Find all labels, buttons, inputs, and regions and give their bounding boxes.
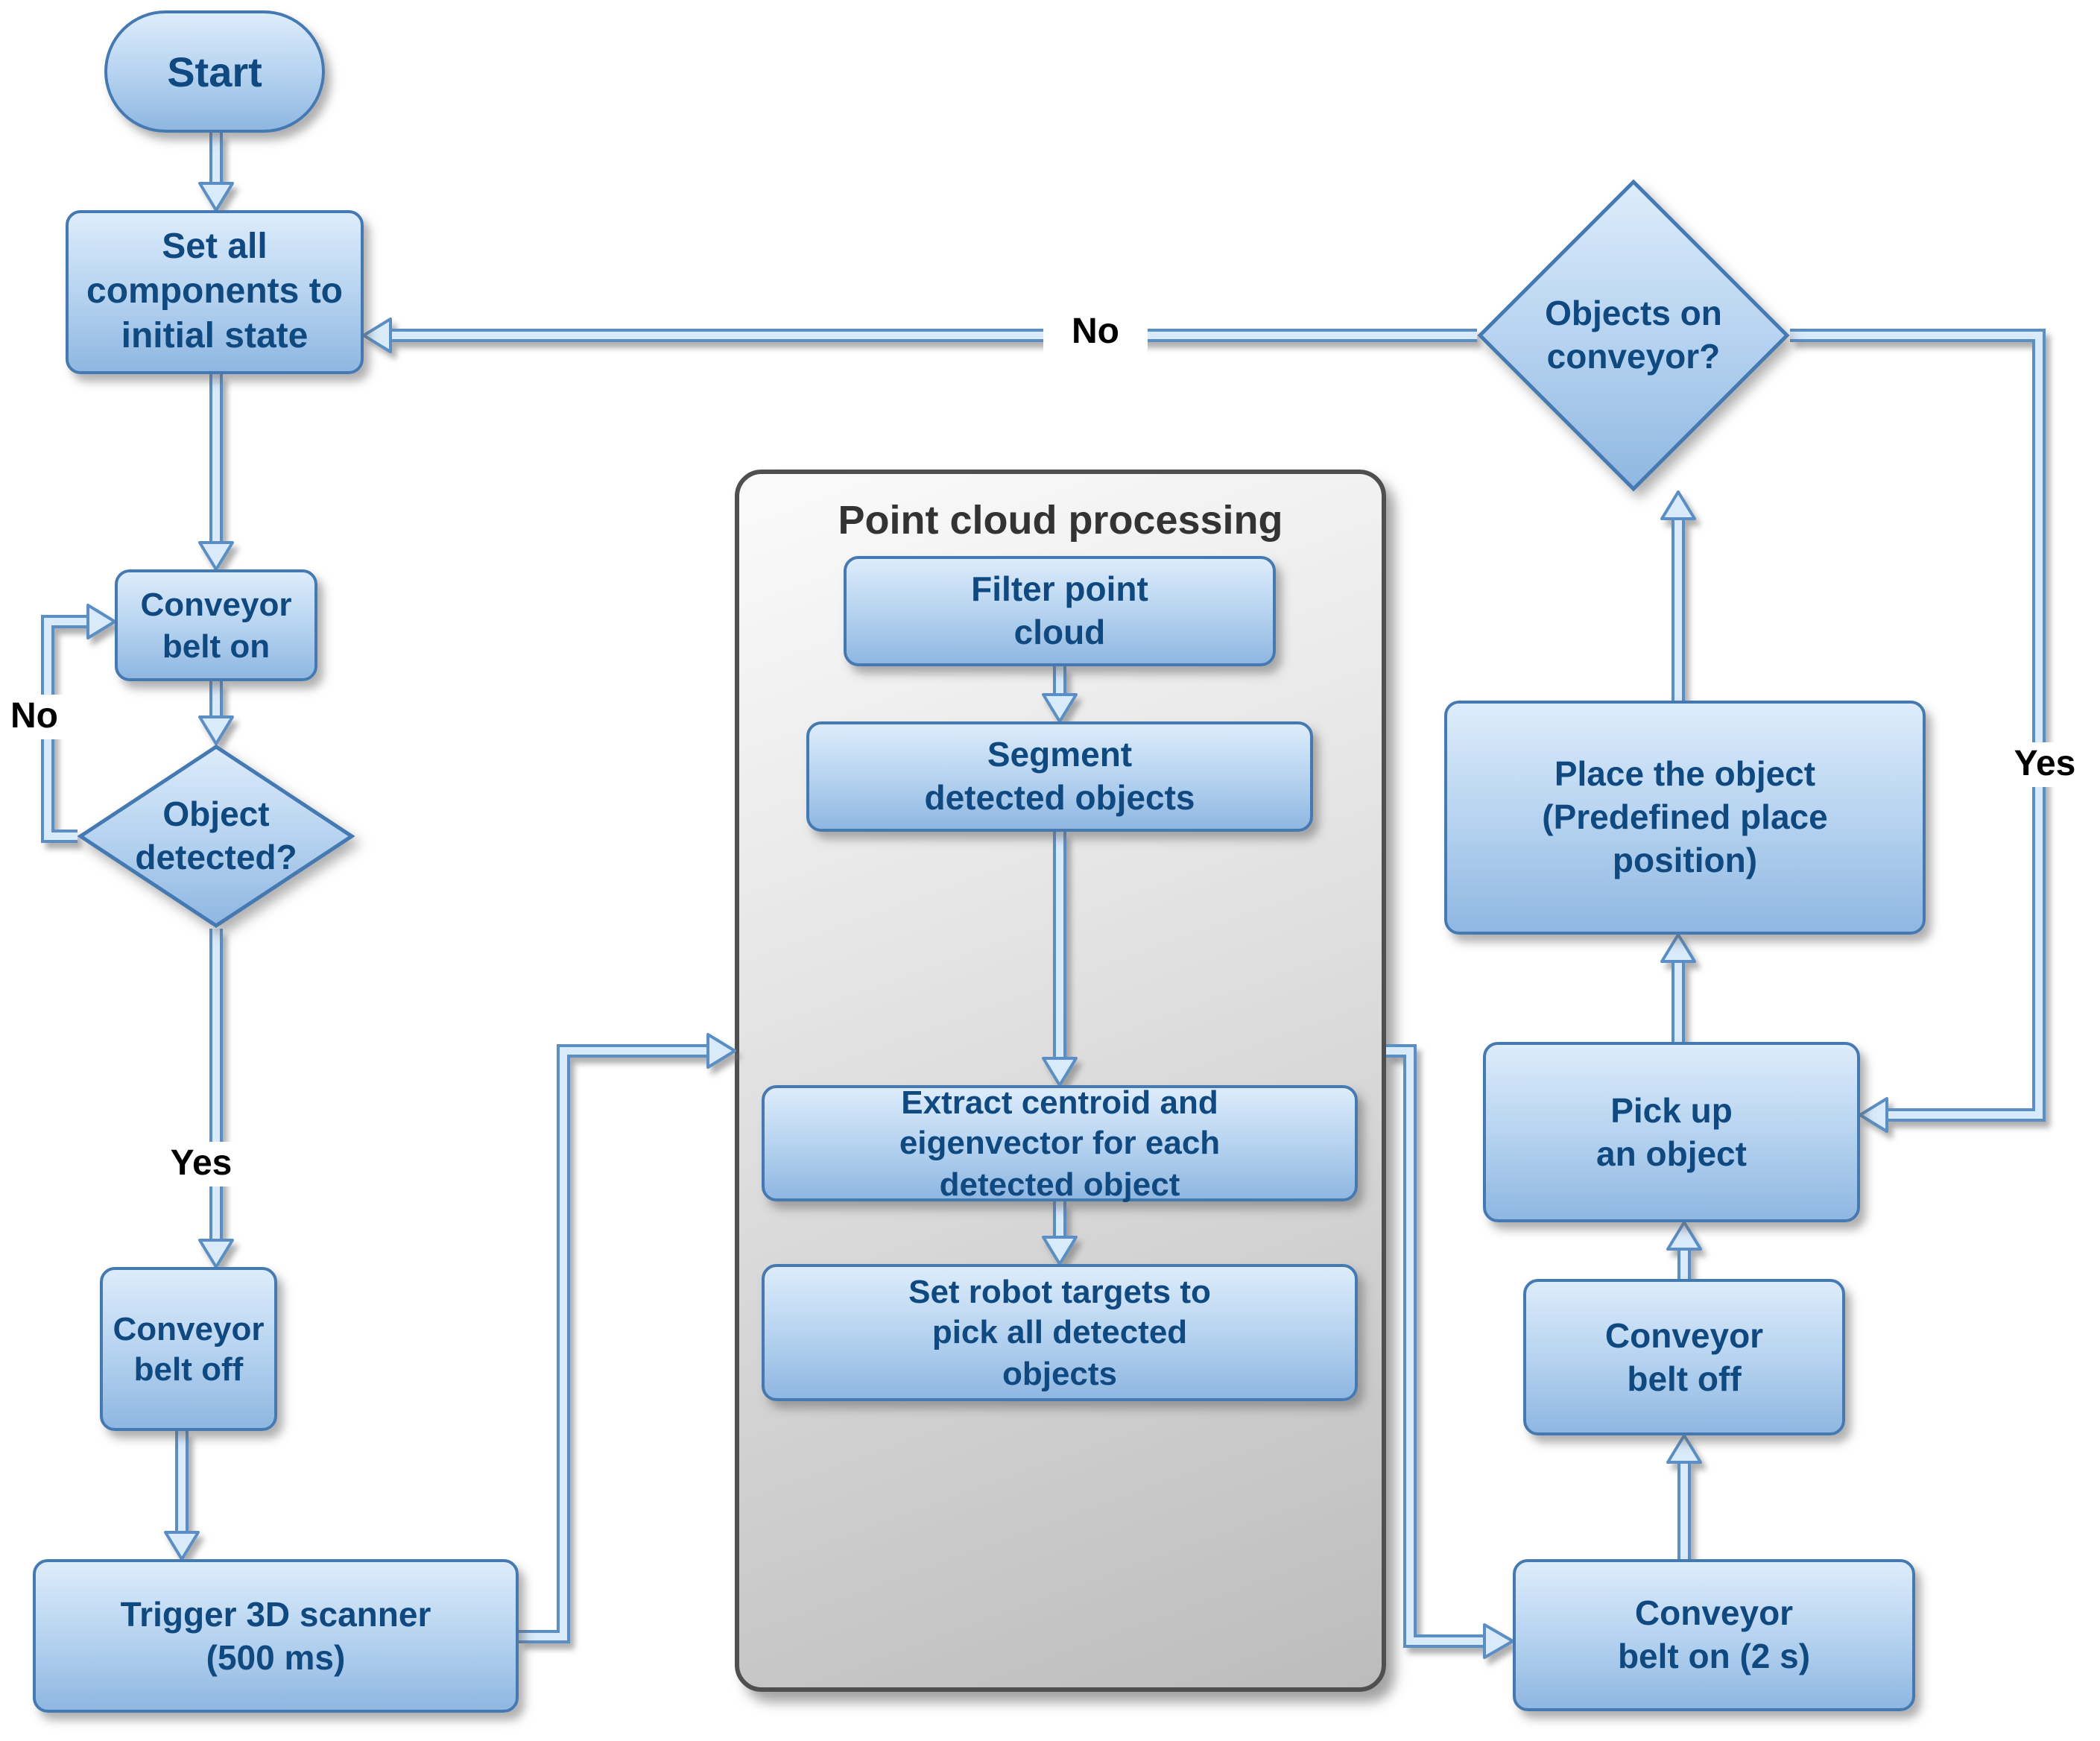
place-object-node: Place the object (Predefined place posit… [1444,701,1926,935]
diamond-shape [78,745,355,928]
edge-label-object-detected-no: No [3,695,66,739]
arrow-trigger-to-group [519,1033,736,1643]
arrow-objects-on-conveyor-yes-to-pick-up [1790,329,2046,1133]
extract-centroid-node: Extract centroid and eigenvector for eac… [762,1084,1358,1203]
conveyor-belt-on-2s-node: Conveyor belt on (2 s) [1513,1559,1915,1711]
filter-point-cloud-node: Filter point cloud [844,556,1276,666]
set-initial-state-node: Set all components to initial state [66,210,364,374]
arrow-segment-to-extract [1042,832,1078,1087]
arrow-conveyor-off-to-trigger [164,1431,200,1561]
trigger-3d-scanner-node: Trigger 3D scanner (500 ms) [33,1559,519,1713]
arrow-start-to-set-initial [198,133,234,212]
object-detected-decision: Object detected? [78,744,355,929]
objects-on-conveyor-decision: Objects on conveyor? [1477,179,1790,492]
conveyor-belt-off-left-node: Conveyor belt off [100,1267,277,1431]
arrow-conveyor-on-2s-to-conveyor-off [1666,1434,1702,1559]
edge-label-objects-on-conveyor-yes: Yes [1994,742,2096,787]
conveyor-belt-on-node: Conveyor belt on [115,569,317,681]
arrow-pick-up-to-place [1660,933,1696,1042]
arrow-objects-on-conveyor-no-to-set-initial [362,317,1477,353]
arrow-extract-to-set-targets [1042,1201,1078,1266]
diamond-shape [1477,179,1790,492]
edge-label-objects-on-conveyor-no: No [1043,310,1148,355]
conveyor-belt-off-right-node: Conveyor belt off [1523,1279,1845,1435]
pick-up-object-node: Pick up an object [1483,1042,1860,1222]
arrow-conveyor-off-to-pick-up [1666,1221,1702,1279]
arrow-group-to-conveyor-on-2s [1386,1044,1514,1659]
group-title: Point cloud processing [838,498,1283,543]
arrow-object-detected-yes-to-conveyor-off [198,929,234,1268]
start-node: Start [104,10,325,133]
segment-detected-objects-node: Segment detected objects [806,721,1313,832]
edge-label-object-detected-yes: Yes [156,1142,246,1187]
arrow-filter-to-segment [1042,666,1078,723]
set-robot-targets-node: Set robot targets to pick all detected o… [762,1264,1358,1401]
arrow-set-initial-to-conveyor-on [198,374,234,571]
arrow-place-to-objects-on-conveyor [1660,490,1696,701]
arrow-conveyor-on-to-object-detected [198,681,234,745]
